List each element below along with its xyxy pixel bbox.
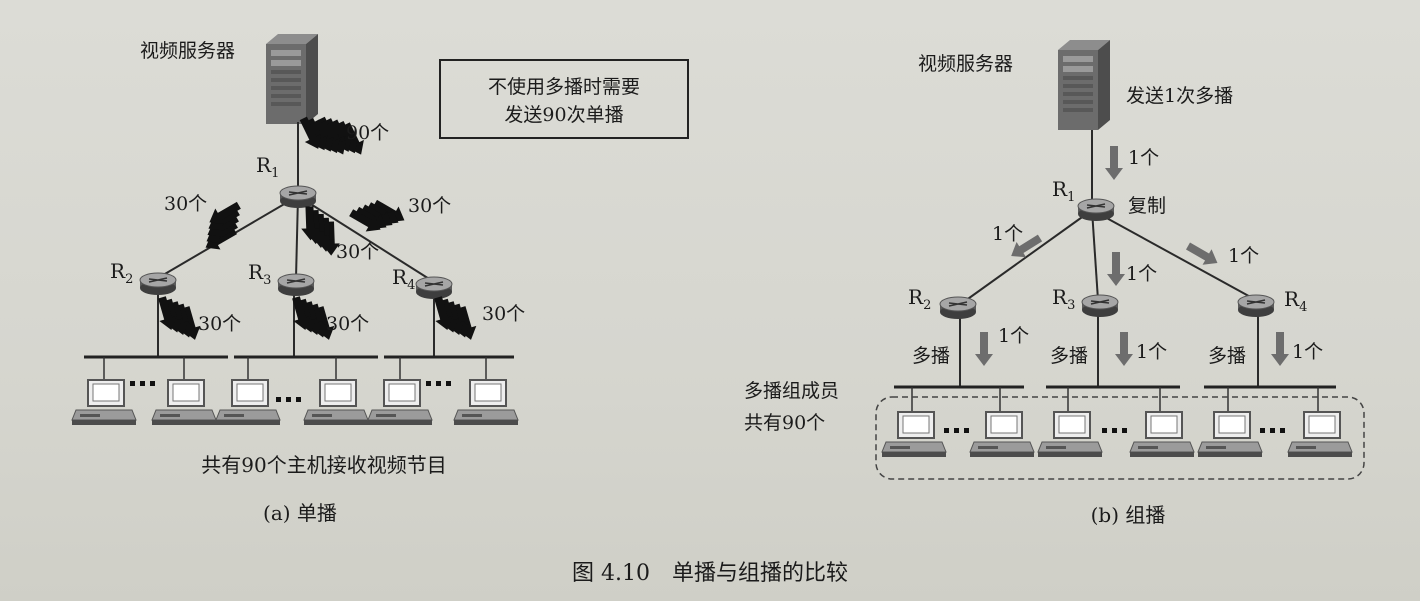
- figure-title: 图 4.10 单播与组播的比较: [572, 561, 848, 586]
- count-lan-2: 30个: [326, 313, 369, 335]
- host-pc-icon: [881, 411, 947, 458]
- ellipsis-icon: [944, 428, 1285, 433]
- r4-label: R4: [1284, 287, 1307, 315]
- count-lan-3: 30个: [482, 303, 525, 325]
- arrows-r4-lan: [429, 289, 479, 348]
- host-pc-icon: [367, 379, 433, 426]
- group-line-1: 多播组成员: [744, 380, 839, 402]
- lan3-mode: 多播: [1208, 345, 1246, 367]
- ellipsis-icon: [130, 381, 451, 402]
- router-r4-icon: [415, 276, 453, 300]
- count-top: 1个: [1128, 147, 1159, 169]
- count-left: 30个: [164, 193, 207, 215]
- host-pc-icon: [71, 379, 137, 426]
- arrow-r1-r3: [1107, 252, 1125, 286]
- r2-label: R2: [110, 259, 133, 287]
- host-pc-icon: [1197, 411, 1263, 458]
- arrows-r2-lan: [153, 289, 203, 348]
- router-r2-icon: [139, 272, 177, 296]
- r3-label: R3: [248, 260, 271, 288]
- router-r1-icon: [1077, 198, 1115, 222]
- unicast-drops: [103, 357, 487, 380]
- count-lan-1: 30个: [198, 313, 241, 335]
- server-label: 视频服务器: [140, 40, 235, 62]
- host-pc-icon: [303, 379, 369, 426]
- arrow-r1-r4: [1183, 238, 1222, 271]
- r2-label: R2: [908, 285, 931, 313]
- multicast-group-box: [875, 396, 1365, 480]
- host-pc-icon: [1287, 411, 1353, 458]
- count-mid: 1个: [1126, 263, 1157, 285]
- hosts-note: 共有90个主机接收视频节目: [201, 453, 446, 477]
- lan3-count: 1个: [1292, 341, 1323, 363]
- lan1-count: 1个: [998, 325, 1029, 347]
- arrow-server-r1: [1105, 146, 1123, 180]
- count-server: 90个: [346, 122, 389, 144]
- send-once-label: 发送1次多播: [1126, 85, 1233, 107]
- group-line-2: 共有90个: [744, 412, 825, 434]
- r1-label: R1: [1052, 177, 1075, 205]
- router-r2-icon: [939, 296, 977, 320]
- router-r3-icon: [1081, 294, 1119, 318]
- arrow-r3-lan: [1115, 332, 1133, 366]
- host-pc-icon: [1129, 411, 1195, 458]
- lan1-mode: 多播: [912, 345, 950, 367]
- note-box: [439, 59, 689, 139]
- r4-label: R4: [392, 265, 415, 293]
- multicast-panel: 视频服务器 发送1次多播 R1 R2 R3 R4 复制 1个 1个 1个: [744, 40, 1365, 527]
- server-label: 视频服务器: [918, 53, 1013, 75]
- arrows-r1-r4: [347, 188, 409, 246]
- host-pc-icon: [453, 379, 519, 426]
- video-server-icon: [1058, 40, 1110, 130]
- r1-label: R1: [256, 153, 279, 181]
- lan2-count: 1个: [1136, 341, 1167, 363]
- arrows-r1-r3: [300, 205, 340, 256]
- note-line-1: 不使用多播时需要: [488, 76, 640, 98]
- count-right: 1个: [1228, 245, 1259, 267]
- video-server-icon: [266, 34, 318, 124]
- count-mid: 30个: [336, 241, 379, 263]
- arrow-r2-lan: [975, 332, 993, 366]
- router-r3-icon: [277, 273, 315, 297]
- router-r1-icon: [279, 185, 317, 209]
- caption-b: (b) 组播: [1091, 503, 1166, 527]
- count-right: 30个: [408, 195, 451, 217]
- count-left: 1个: [992, 223, 1023, 245]
- lan2-mode: 多播: [1050, 345, 1088, 367]
- copy-label: 复制: [1128, 195, 1166, 217]
- note-line-2: 发送90次单播: [504, 104, 623, 126]
- unicast-panel: 视频服务器 不使用多播时需要 发送90次单播 R1 R2 R3 R4: [71, 34, 689, 525]
- multicast-links: [957, 130, 1259, 386]
- r3-label: R3: [1052, 285, 1075, 313]
- unicast-links: [157, 122, 435, 356]
- router-r4-icon: [1237, 294, 1275, 318]
- host-pc-icon: [215, 379, 281, 426]
- host-pc-icon: [969, 411, 1035, 458]
- arrow-r4-lan: [1271, 332, 1289, 366]
- host-pc-icon: [1037, 411, 1103, 458]
- multicast-drops: [911, 387, 1319, 412]
- caption-a: (a) 单播: [263, 501, 337, 525]
- host-pc-icon: [151, 379, 217, 426]
